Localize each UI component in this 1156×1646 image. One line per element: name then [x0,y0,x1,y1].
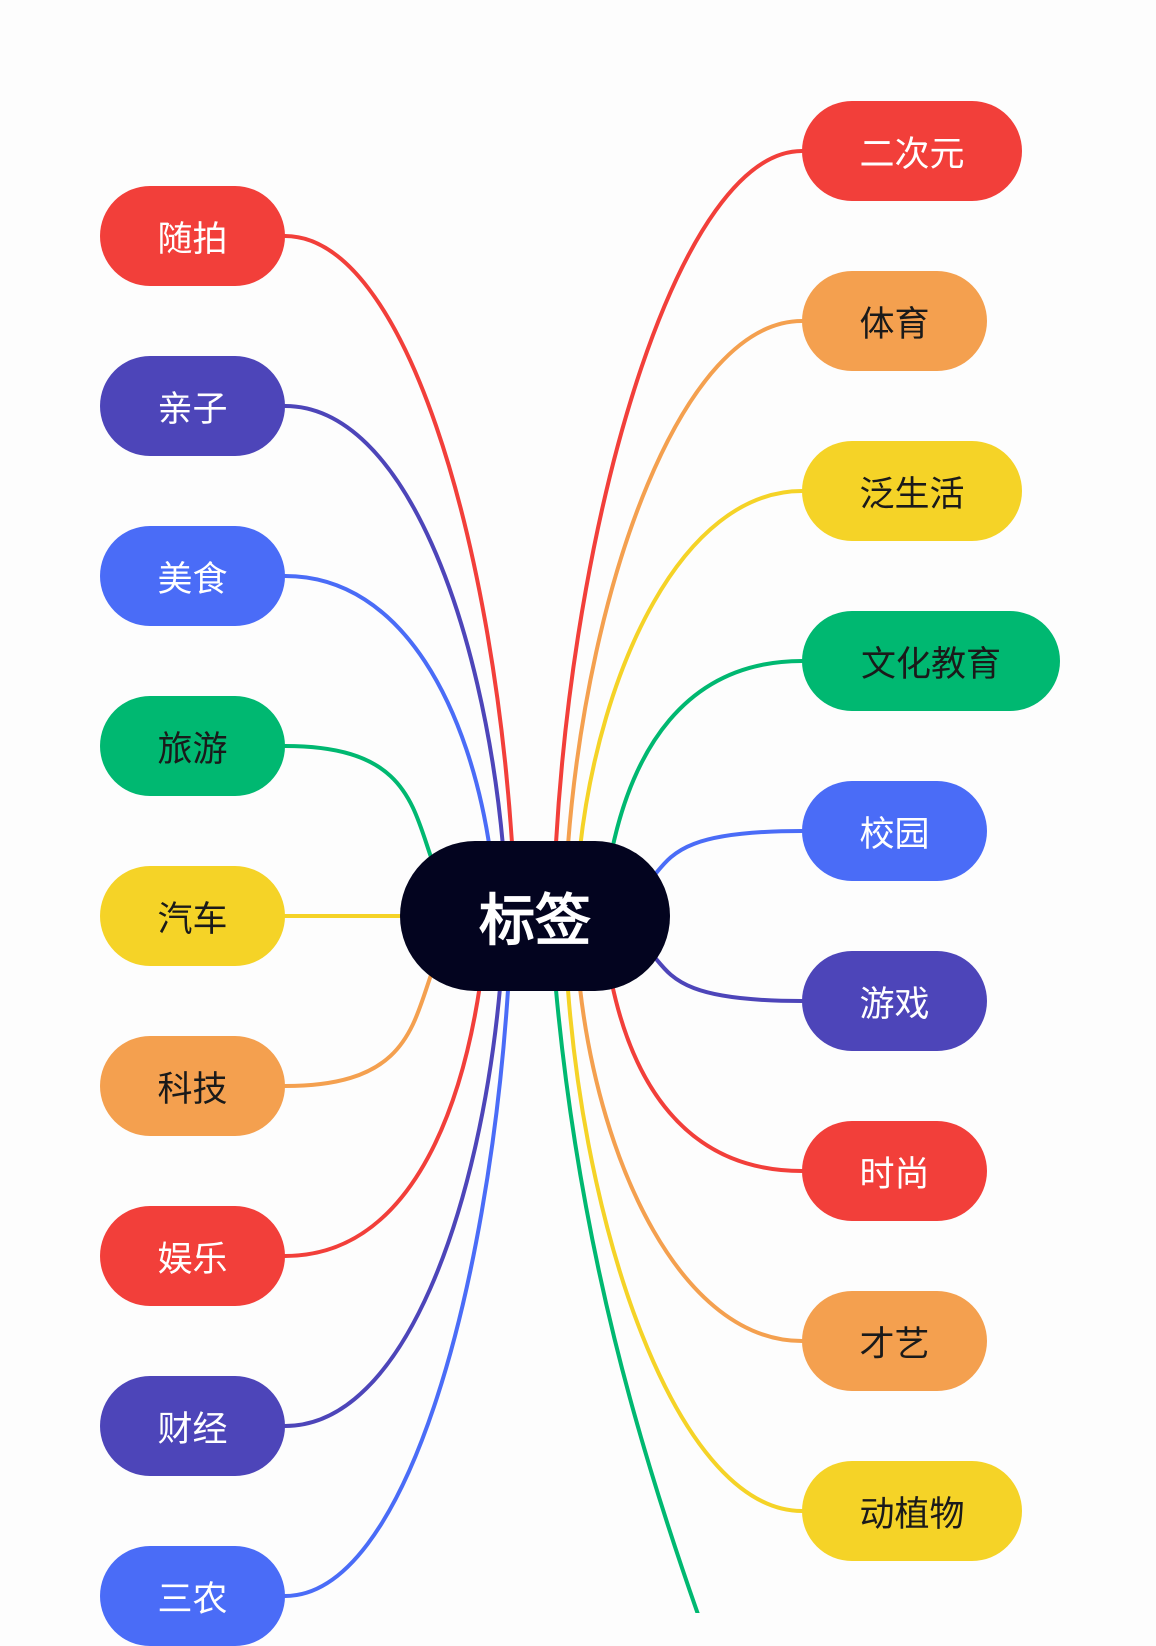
topic-node-left-8[interactable]: 财经 [100,1376,285,1476]
topic-node-left-9[interactable]: 三农 [100,1546,285,1646]
link-right-4 [610,659,804,852]
topic-node-right-5[interactable]: 校园 [802,781,987,881]
topic-node-right-3[interactable]: 泛生活 [802,441,1022,541]
topic-node-right-1[interactable]: 二次元 [802,101,1022,201]
link-left-7 [283,983,482,1258]
mind-map: 随拍亲子美食旅游汽车科技娱乐财经三农 二次元体育泛生活文化教育校园游戏时尚才艺动植… [100,101,1060,1646]
center-node[interactable]: 标签 [400,841,670,991]
topic-node-right-9[interactable]: 动植物 [802,1461,1022,1561]
link-left-8 [283,986,502,1428]
link-left-2 [283,404,505,848]
link-right-5 [650,829,804,880]
topic-node-left-7[interactable]: 娱乐 [100,1206,285,1306]
link-left-3 [283,574,492,852]
link-right-9 [566,988,804,1513]
link-right-3 [578,489,804,850]
link-right-8 [578,986,804,1343]
connector-lines [283,149,804,1613]
link-left-4 [283,744,434,862]
topic-node-right-2[interactable]: 体育 [802,271,987,371]
link-left-6 [283,970,434,1088]
link-right-7 [610,982,804,1173]
link-right-2 [566,319,804,847]
topic-node-right-4[interactable]: 文化教育 [802,611,1060,711]
topic-node-left-5[interactable]: 汽车 [100,866,285,966]
topic-node-left-6[interactable]: 科技 [100,1036,285,1136]
link-offscreen-1 [554,988,700,1613]
topic-node-right-8[interactable]: 才艺 [802,1291,987,1391]
topic-node-left-2[interactable]: 亲子 [100,356,285,456]
link-left-1 [283,234,514,845]
topic-node-left-1[interactable]: 随拍 [100,186,285,286]
link-right-1 [554,149,804,845]
link-right-6 [650,952,804,1003]
topic-node-right-6[interactable]: 游戏 [802,951,987,1051]
topic-node-left-4[interactable]: 旅游 [100,696,285,796]
link-left-9 [283,988,510,1598]
topic-node-left-3[interactable]: 美食 [100,526,285,626]
topic-node-right-7[interactable]: 时尚 [802,1121,987,1221]
